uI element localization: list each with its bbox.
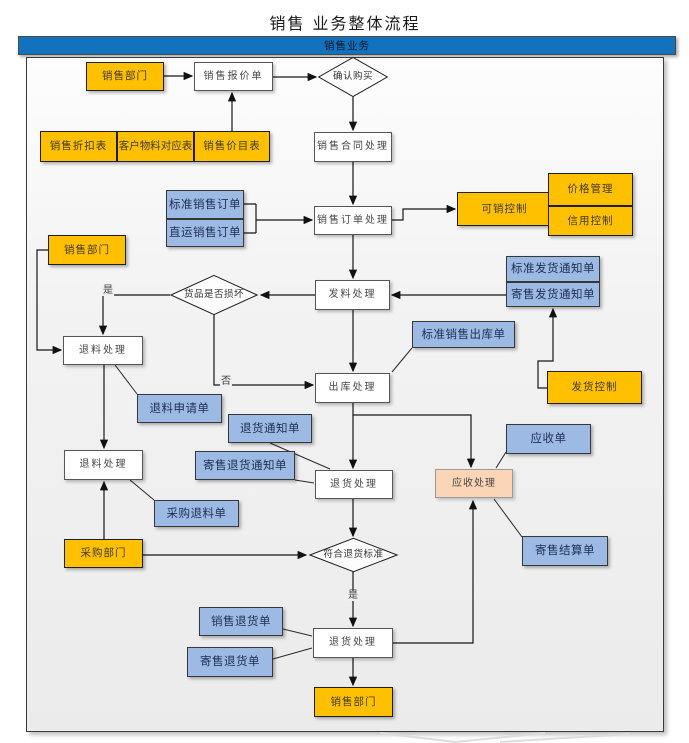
node-sales-contract-process: 销售合同处理: [314, 132, 392, 162]
banner-label: 销售业务: [324, 40, 370, 52]
decision-confirm-purchase: 确认购买: [318, 57, 388, 97]
node-price-management: 价格管理: [548, 173, 633, 206]
edge-label-no-damaged: 否: [220, 376, 232, 387]
node-label: 货品是否损坏: [183, 288, 244, 300]
node-label: 退料处理: [79, 459, 128, 471]
node-label: 销售部门: [330, 695, 377, 708]
node-material-return-process-2: 退料处理: [64, 450, 143, 480]
node-receivable-process: 应收处理: [435, 469, 513, 498]
node-label: 发料处理: [328, 289, 377, 301]
node-label: 发货控制: [571, 381, 618, 394]
node-outbound-process: 出库处理: [315, 373, 390, 403]
node-sales-dept-top: 销售部门: [86, 62, 164, 91]
decision-return-standard: 符合退货标准: [309, 538, 398, 572]
node-return-process-bottom: 退货处理: [313, 628, 393, 658]
node-ship-control: 发货控制: [547, 371, 642, 404]
node-label: 价格管理: [567, 183, 614, 196]
node-label: 退货处理: [329, 637, 377, 649]
decision-goods-damaged: 货品是否损坏: [170, 275, 258, 315]
node-return-process-mid: 退货处理: [315, 470, 393, 499]
node-sales-discount-table: 销售折扣表: [40, 131, 117, 162]
node-label: 采购部门: [80, 547, 127, 560]
node-label: 销售价目表: [203, 140, 261, 153]
node-label: 销售合同处理: [317, 141, 389, 153]
node-label: 出库处理: [328, 382, 377, 394]
node-return-notice: 退货通知单: [228, 414, 312, 443]
node-label: 销售订单处理: [317, 214, 389, 226]
node-label: 寄售发货通知单: [511, 286, 595, 301]
node-material-return-request: 退料申请单: [137, 394, 222, 423]
node-sales-price-list: 销售价目表: [194, 131, 270, 162]
node-label: 寄售结算单: [535, 543, 595, 558]
node-label: 销售部门: [64, 243, 110, 256]
banner-sales-business: 销售业务: [18, 36, 676, 55]
node-sales-return-doc: 销售退货单: [199, 607, 283, 636]
node-label: 寄售退货通知单: [203, 457, 287, 472]
node-label: 标准发货通知单: [511, 261, 595, 276]
node-sellable-control: 可销控制: [457, 192, 552, 226]
node-material-return-process-1: 退料处理: [63, 336, 143, 365]
node-direct-sales-order: 直运销售订单: [166, 219, 244, 247]
node-label: 销售报价单: [203, 70, 264, 82]
edge-label-yes-standard: 是: [347, 590, 359, 601]
node-label: 可销控制: [481, 202, 528, 215]
node-sales-dept-bottom: 销售部门: [314, 687, 393, 717]
node-label: 退货通知单: [240, 420, 300, 435]
node-label: 退料处理: [79, 344, 127, 356]
page-title: 销售 业务整体流程: [269, 14, 421, 33]
node-label: 退货处理: [330, 478, 378, 490]
node-label: 直运销售订单: [169, 225, 241, 240]
node-label: 销售折扣表: [49, 140, 108, 153]
node-consign-ship-notice: 寄售发货通知单: [506, 282, 600, 307]
node-receivable-doc: 应收单: [506, 424, 591, 454]
node-purchase-return-doc: 采购退料单: [154, 500, 239, 527]
node-label: 销售部门: [102, 70, 148, 83]
node-label: 标准销售订单: [169, 196, 241, 211]
node-label: 信用控制: [567, 214, 614, 227]
node-label: 应收处理: [452, 477, 496, 489]
node-sales-order-process: 销售订单处理: [314, 206, 392, 235]
node-sales-dept-left: 销售部门: [48, 235, 126, 265]
node-label: 符合退货标准: [323, 548, 384, 560]
node-standard-sales-order: 标准销售订单: [166, 190, 244, 219]
node-label: 采购退料单: [166, 505, 227, 520]
node-label: 标准销售出库单: [421, 326, 506, 341]
edge-label-yes-damaged: 是: [102, 285, 114, 296]
node-label: 寄售退货单: [200, 654, 260, 669]
watermark-chevron: [379, 732, 631, 743]
node-consign-return-doc: 寄售退货单: [187, 647, 273, 677]
node-standard-ship-notice: 标准发货通知单: [506, 256, 600, 282]
node-customer-material-table: 客户物料对应表: [117, 131, 194, 162]
node-credit-control: 信用控制: [548, 206, 633, 236]
node-label: 客户物料对应表: [118, 140, 193, 153]
node-label: 应收单: [530, 431, 567, 446]
node-standard-sales-outbound-order: 标准销售出库单: [412, 321, 515, 348]
node-label: 退料申请单: [149, 400, 210, 415]
node-consign-return-notice: 寄售退货通知单: [195, 451, 295, 480]
node-material-issue-process: 发料处理: [315, 280, 390, 310]
node-consign-settlement-doc: 寄售结算单: [522, 536, 608, 566]
node-label: 确认购买: [332, 70, 373, 82]
node-purchase-dept: 采购部门: [64, 539, 143, 568]
node-label: 销售退货单: [211, 613, 271, 628]
node-sales-quote: 销售报价单: [194, 62, 273, 91]
